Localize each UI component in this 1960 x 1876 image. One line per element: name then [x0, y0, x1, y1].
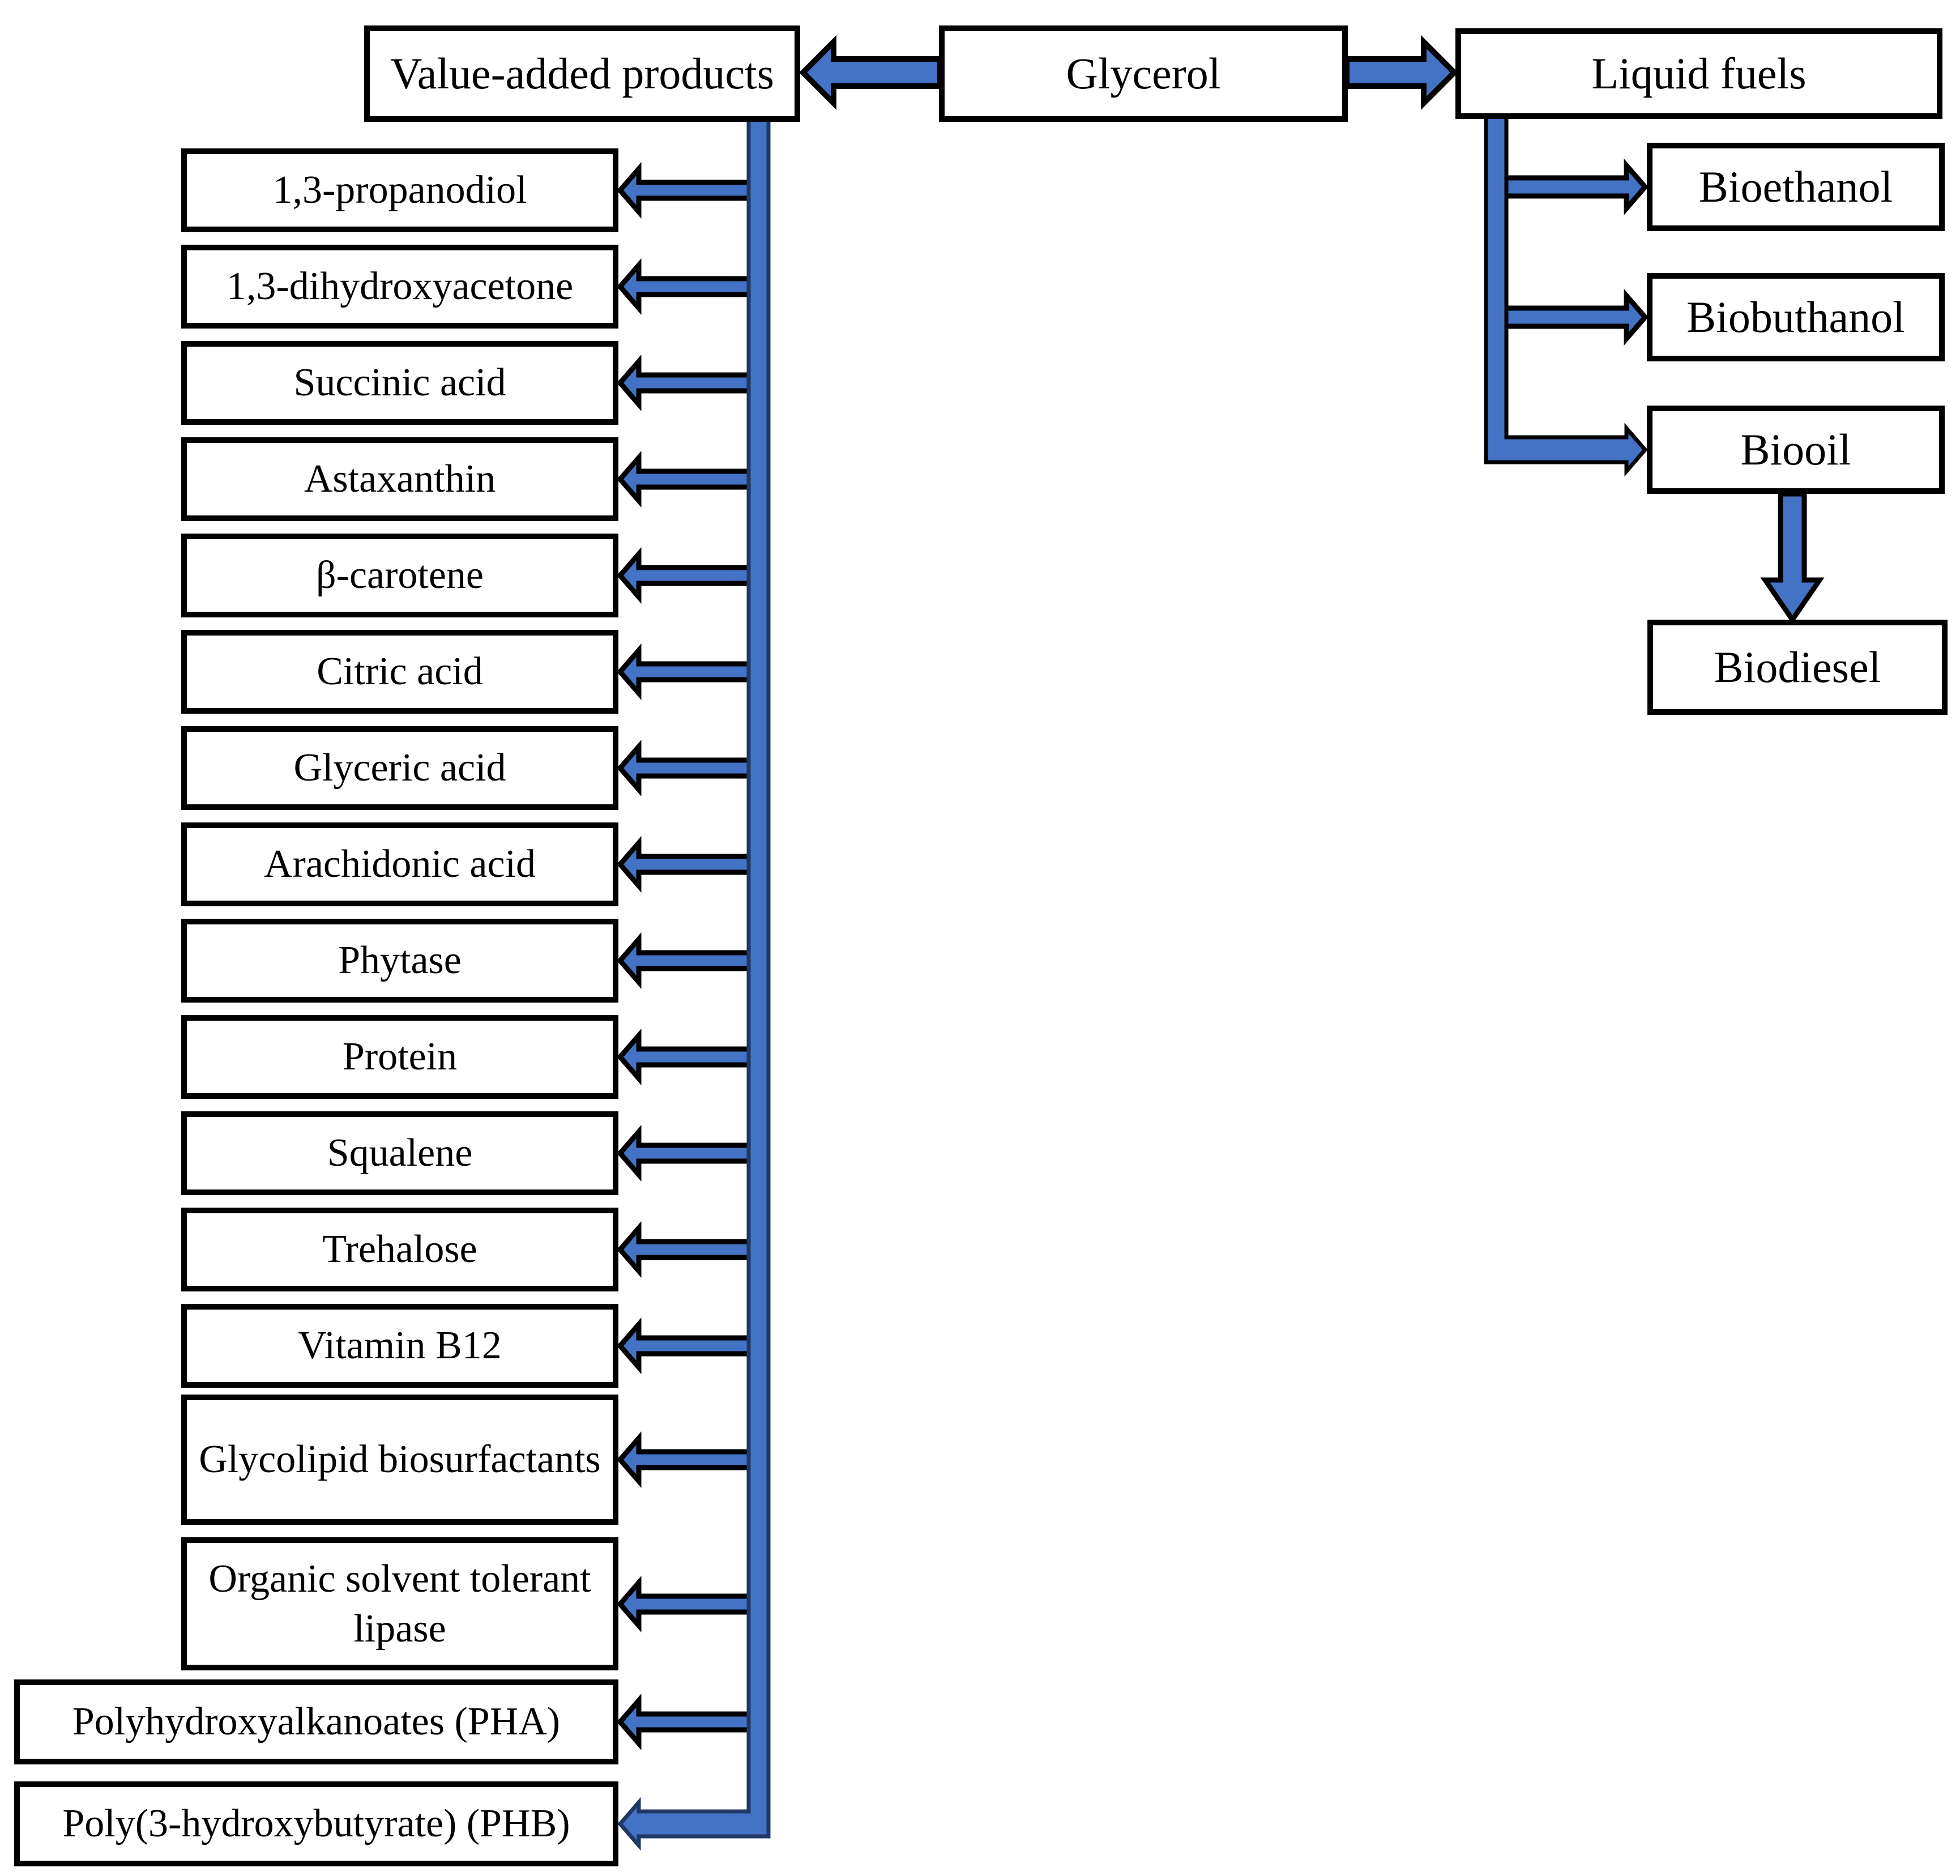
node-organic-solvent-tolerant-lipase: Organic solvent tolerant lipase — [181, 1537, 618, 1670]
node-label: Polyhydroxyalkanoates (PHA) — [72, 1700, 561, 1744]
connector-left-trunk-ribbon — [617, 114, 771, 1851]
node-glyceric-acid: Glyceric acid — [181, 726, 618, 810]
connector-arrow-to-succinic-acid — [617, 354, 762, 412]
connector-arrow-to-pha — [617, 1693, 762, 1751]
node-protein: Protein — [181, 1015, 618, 1099]
node-arachidonic-acid: Arachidonic acid — [181, 822, 618, 906]
connector-arrow-to-citric-acid — [617, 643, 762, 701]
node-label: Succinic acid — [293, 361, 506, 405]
node-label: Phytase — [338, 939, 462, 983]
node-label: Citric acid — [317, 650, 483, 694]
node-label: β-carotene — [316, 553, 484, 598]
connector-glycerol-to-value-added-arrow — [798, 35, 943, 110]
connector-arrow-to-glycolipid-biosurfactants — [617, 1431, 762, 1489]
node-label: Bioethanol — [1698, 162, 1893, 212]
node-liquid-fuels: Liquid fuels — [1455, 28, 1942, 119]
connector-arrow-to-arachidonic-acid — [617, 835, 762, 893]
node-squalene: Squalene — [181, 1111, 618, 1195]
node-glycolipid-biosurfactants: Glycolipid biosurfactants — [181, 1395, 618, 1525]
connector-right-trunk-elbow-to-biooil — [1484, 114, 1648, 477]
connector-arrow-to-dihydroxyacetone — [617, 258, 762, 315]
node-biobuthanol: Biobuthanol — [1647, 273, 1945, 361]
node-label: Glycolipid biosurfactants — [199, 1438, 601, 1482]
node-label: Poly(3-hydroxybutyrate) (PHB) — [62, 1802, 570, 1846]
connector-arrow-to-phytase — [617, 932, 762, 990]
node-label: Glycerol — [1066, 49, 1221, 99]
connector-arrow-to-bioethanol — [1492, 158, 1649, 216]
connector-arrow-to-vitamin-b12 — [617, 1317, 762, 1375]
node-biooil: Biooil — [1647, 406, 1945, 494]
node-label: Biooil — [1740, 425, 1851, 475]
connector-arrow-to-astaxanthin — [617, 450, 762, 508]
connector-arrow-to-biobuthanol — [1492, 288, 1649, 346]
connector-biooil-to-biodiesel-arrow — [1760, 491, 1825, 624]
connector-arrow-to-protein — [617, 1028, 762, 1086]
node-astaxanthin: Astaxanthin — [181, 437, 618, 521]
node-beta-carotene: β-carotene — [181, 534, 618, 617]
node-1-3-propanodiol: 1,3-propanodiol — [181, 148, 618, 232]
node-label: Organic solvent tolerant lipase — [208, 1557, 591, 1651]
connector-glycerol-to-liquid-fuels-arrow — [1344, 35, 1459, 110]
node-succinic-acid: Succinic acid — [181, 341, 618, 425]
node-label: Trehalose — [322, 1227, 477, 1272]
node-phytase: Phytase — [181, 919, 618, 1003]
node-label: Squalene — [327, 1131, 473, 1175]
connector-arrow-to-beta-carotene — [617, 547, 762, 604]
connector-arrow-to-propanodiol — [617, 161, 762, 219]
node-glycerol: Glycerol — [939, 25, 1348, 122]
node-1-3-dihydroxyacetone: 1,3-dihydroxyacetone — [181, 245, 618, 329]
connector-arrow-to-glyceric-acid — [617, 739, 762, 797]
node-value-added-products: Value-added products — [364, 25, 800, 122]
node-label: Biobuthanol — [1686, 292, 1905, 342]
node-label: 1,3-propanodiol — [272, 168, 527, 212]
node-trehalose: Trehalose — [181, 1208, 618, 1291]
node-label: Vitamin B12 — [298, 1324, 502, 1368]
connector-arrow-to-organic-solvent-tolerant-lipase — [617, 1575, 762, 1633]
node-label: Biodiesel — [1714, 642, 1881, 692]
node-vitamin-b12: Vitamin B12 — [181, 1304, 618, 1388]
node-label: Astaxanthin — [304, 457, 496, 501]
node-bioethanol: Bioethanol — [1647, 143, 1945, 231]
node-label: Protein — [342, 1035, 458, 1079]
node-label: 1,3-dihydroxyacetone — [226, 265, 574, 309]
node-citric-acid: Citric acid — [181, 630, 618, 714]
node-label: Arachidonic acid — [263, 842, 536, 886]
node-pha: Polyhydroxyalkanoates (PHA) — [14, 1679, 618, 1764]
node-label: Value-added products — [390, 49, 774, 99]
connector-arrow-to-trehalose — [617, 1221, 762, 1278]
node-label: Liquid fuels — [1591, 49, 1807, 99]
node-label: Glyceric acid — [293, 746, 506, 790]
node-phb: Poly(3-hydroxybutyrate) (PHB) — [14, 1781, 618, 1866]
connector-arrow-to-squalene — [617, 1124, 762, 1182]
node-biodiesel: Biodiesel — [1647, 620, 1948, 715]
